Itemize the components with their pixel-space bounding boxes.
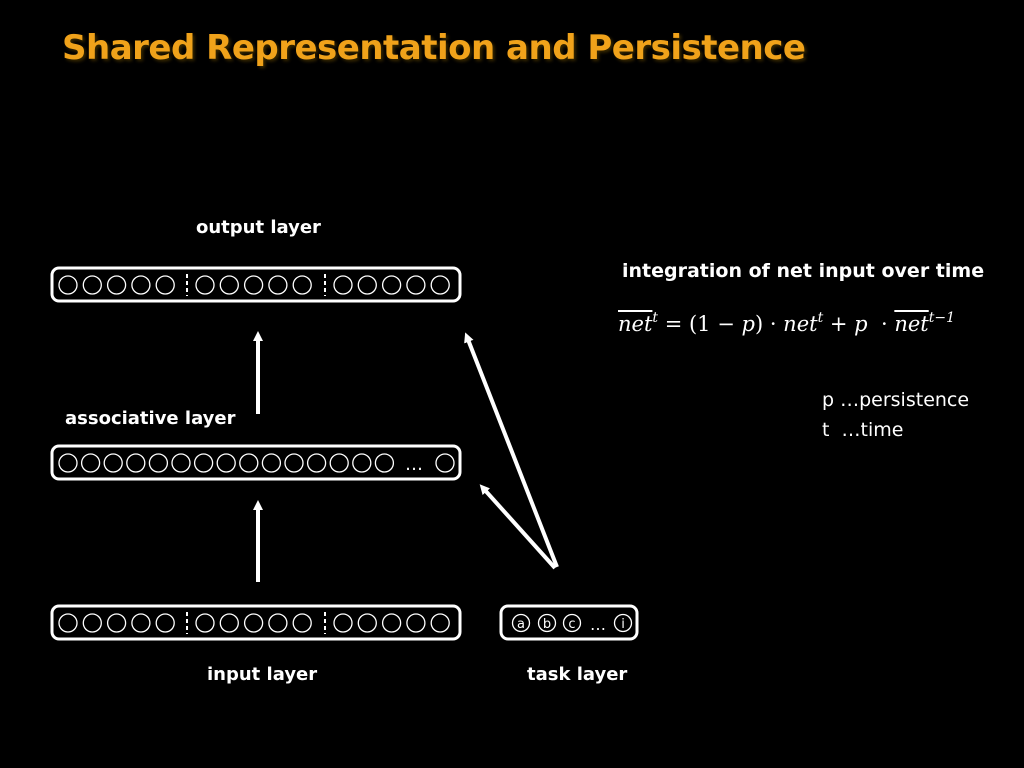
integration-heading: integration of net input over time: [622, 260, 985, 282]
output-layer-unit: [82, 275, 102, 295]
task-unit-i: [613, 613, 633, 633]
associative-layer-unit: [435, 453, 455, 473]
input-layer-box: [50, 604, 462, 641]
task-unit-b: [537, 613, 557, 633]
output-layer-unit: [333, 275, 353, 295]
output-layer-unit: [406, 275, 426, 295]
input-layer-unit: [430, 613, 450, 633]
output-layer-unit: [268, 275, 288, 295]
task-unit-i-label: i: [621, 617, 625, 632]
associative-layer-units: [58, 453, 455, 473]
task-unit-ellipsis: …: [590, 615, 606, 634]
formula-equals: = (1 −: [658, 312, 742, 336]
legend-time: t …time: [822, 419, 904, 441]
formula-p1: p: [741, 312, 755, 336]
task-unit-a-label: a: [517, 617, 525, 632]
input-layer-unit: [106, 613, 127, 633]
associative-layer-unit: [126, 453, 146, 473]
associative-layer-unit: [171, 453, 191, 473]
input-layer-unit: [58, 613, 78, 633]
input-layer-unit: [82, 613, 102, 633]
output-layer-unit: [243, 275, 264, 295]
formula-sup-t: t: [652, 310, 659, 326]
legend-persistence: p …persistence: [822, 389, 970, 411]
input-layer-unit: [357, 613, 377, 633]
output-layer-unit: [58, 275, 78, 295]
formula-sup-t-1: t−1: [928, 310, 955, 326]
formula-p2: p: [854, 312, 868, 336]
formula-dot: ·: [867, 312, 895, 336]
associative-layer-unit: [103, 453, 123, 473]
slide-title: Shared Representation and Persistence: [62, 28, 806, 68]
input-layer-unit: [131, 613, 151, 633]
formula-net-avg: net: [618, 312, 653, 336]
task-unit-b-label: b: [543, 617, 551, 632]
output-layer-unit: [357, 275, 377, 295]
formula-net-prev: net: [894, 312, 929, 336]
associative-layer-unit: [216, 453, 236, 473]
associative-layer-unit: [80, 453, 101, 473]
associative-layer-box: [50, 444, 462, 481]
associative-layer-unit: [306, 453, 327, 473]
input-layer-unit: [243, 613, 264, 633]
input-layer-unit: [381, 613, 402, 633]
associative-layer-unit: [193, 453, 214, 473]
input-layer-units: [58, 612, 450, 634]
formula-plus: +: [823, 312, 855, 336]
input-layer-unit: [268, 613, 288, 633]
task-layer-box: [499, 604, 639, 641]
associative-layer-unit: [58, 453, 78, 473]
input-layer-unit: [292, 613, 312, 633]
input-layer-unit: [219, 613, 239, 633]
input-layer-label: input layer: [207, 664, 318, 685]
associative-layer-unit: [239, 453, 259, 473]
formula-close: ) ·: [754, 312, 784, 336]
input-layer-unit: [406, 613, 426, 633]
output-layer-unit: [155, 275, 175, 295]
associative-layer-unit: [374, 453, 395, 473]
associative-layer-unit: [261, 453, 282, 473]
output-layer-unit: [195, 275, 215, 295]
associative-layer-unit: [284, 453, 304, 473]
arrow-task-to-assoc: [479, 484, 557, 570]
associative-layer-unit: [329, 453, 349, 473]
input-layer-unit: [195, 613, 215, 633]
output-layer-unit: [430, 275, 450, 295]
persistence-formula: nett = (1 − p) · nett + p · nett−1: [618, 310, 955, 336]
associative-layer-unit: [148, 453, 169, 473]
output-layer-unit: [106, 275, 127, 295]
task-unit-c-label: c: [568, 617, 575, 632]
output-layer-box: [50, 266, 462, 303]
task-unit-a: [511, 613, 531, 633]
input-layer-unit: [155, 613, 175, 633]
output-layer-unit: [292, 275, 312, 295]
associative-layer-label: associative layer: [65, 408, 236, 429]
output-layer-unit: [219, 275, 239, 295]
input-layer-unit: [333, 613, 353, 633]
output-layer-label: output layer: [196, 217, 321, 238]
associative-layer-unit: [352, 453, 372, 473]
formula-sup-t2: t: [817, 310, 824, 326]
output-layer-unit: [131, 275, 151, 295]
output-layer-units: [58, 274, 450, 296]
task-layer-label: task layer: [527, 664, 628, 685]
formula-net-t: net: [783, 312, 818, 336]
output-layer-unit: [381, 275, 402, 295]
associative-ellipsis: …: [405, 454, 423, 475]
arrow-task-to-output: [464, 332, 559, 568]
task-unit-c: [562, 613, 582, 633]
task-layer-units: a b c … i: [511, 613, 633, 634]
